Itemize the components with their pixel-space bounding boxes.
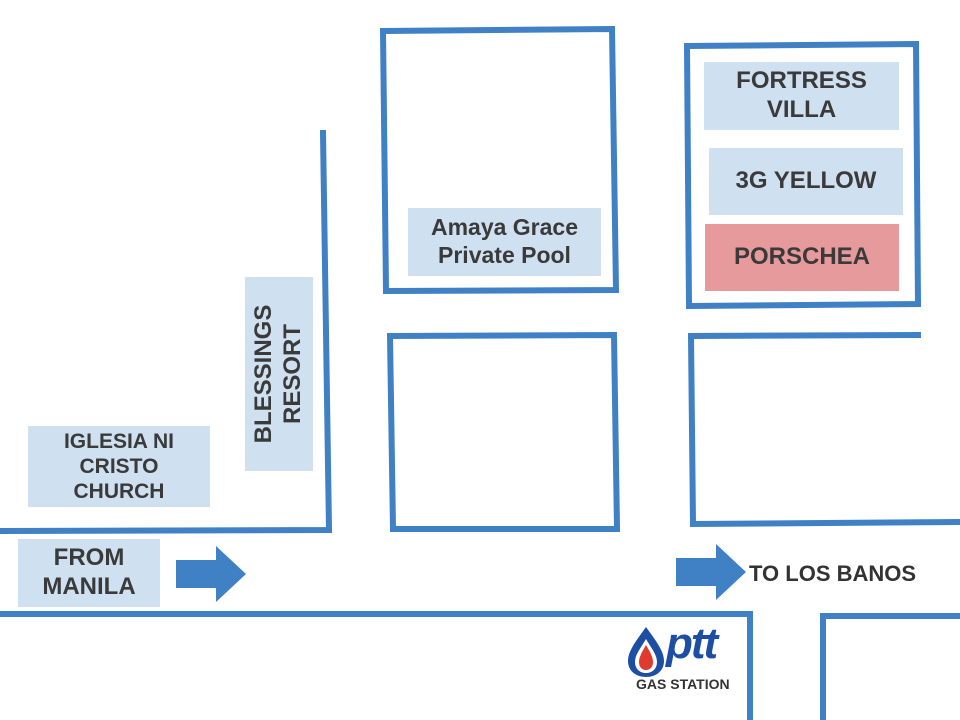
iglesia-ni-cristo-church-label: IGLESIA NI CRISTO CHURCH [28, 426, 210, 507]
block-middle-right [687, 331, 960, 528]
ptt-brand-text: ptt [666, 619, 718, 668]
fortress-villa-label: FORTRESS VILLA [704, 62, 899, 130]
right-arrow-icon [176, 546, 246, 602]
block-bottom-right [820, 613, 960, 720]
blessings-resort-label: BLESSINGS RESORT [245, 277, 313, 471]
to-los-banos-label: TO LOS BANOS [749, 561, 917, 586]
block-top-right [683, 40, 922, 310]
road-edge-left-block [0, 129, 333, 535]
gas-station-caption: GAS STATION [636, 676, 730, 692]
right-arrow-icon [676, 544, 746, 600]
block-top-middle [379, 25, 620, 295]
3g-yellow-label: 3G YELLOW [709, 148, 903, 215]
block-middle [386, 331, 621, 532]
amaya-grace-private-pool-label: Amaya Grace Private Pool [408, 208, 601, 276]
road-edge-main-bottom [0, 611, 753, 720]
porschea-label: PORSCHEA [705, 224, 899, 291]
ptt-logo-icon [628, 627, 664, 677]
from-manila-label: FROM MANILA [18, 539, 160, 607]
